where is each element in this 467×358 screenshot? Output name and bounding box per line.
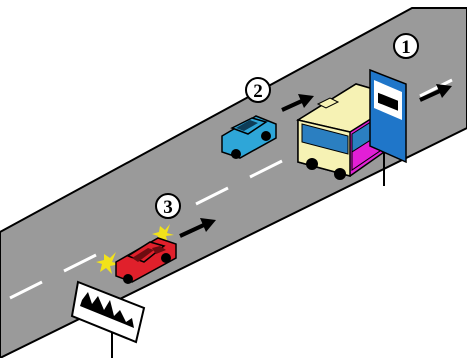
marker-1: 1 [394,34,418,58]
road [0,8,467,358]
marker-2: 2 [246,78,270,102]
marker-1-label: 1 [401,37,411,58]
marker-3: 3 [156,194,180,218]
marker-3-label: 3 [163,197,173,218]
marker-2-label: 2 [253,81,263,102]
